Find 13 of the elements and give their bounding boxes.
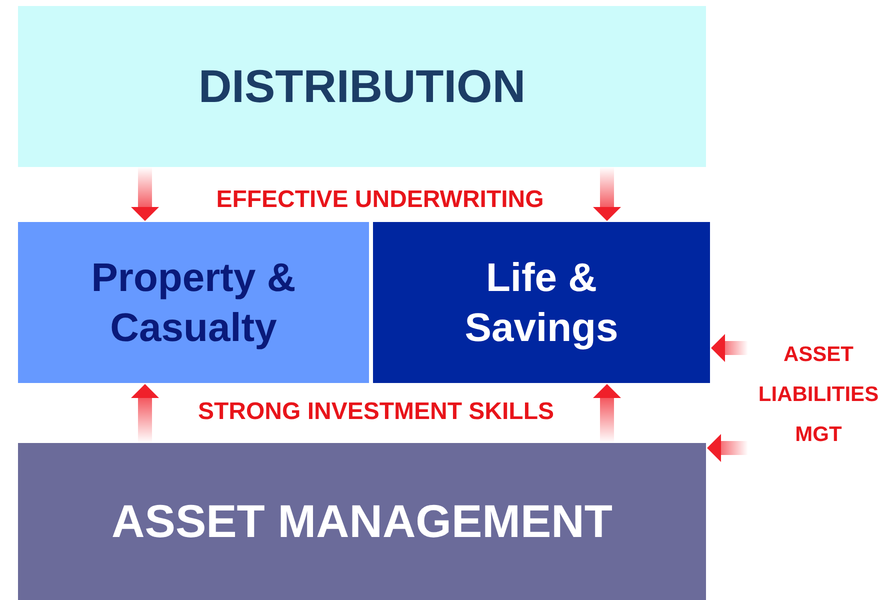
process-box: ASSET MANAGEMENT: [18, 443, 706, 600]
arrow: [131, 384, 159, 443]
annotation-text: STRONG INVESTMENT SKILLS: [198, 398, 554, 426]
process-box: Property & Casualty: [18, 222, 369, 383]
arrow: [593, 167, 621, 221]
process-box: Life & Savings: [373, 222, 710, 383]
arrow: [707, 434, 748, 462]
arrow: [593, 384, 621, 443]
process-box: DISTRIBUTION: [18, 6, 706, 167]
callout-text: ASSET LIABILITIES MGT: [748, 335, 889, 455]
arrow: [711, 334, 748, 362]
arrow: [131, 167, 159, 221]
annotation-text: EFFECTIVE UNDERWRITING: [216, 186, 544, 214]
